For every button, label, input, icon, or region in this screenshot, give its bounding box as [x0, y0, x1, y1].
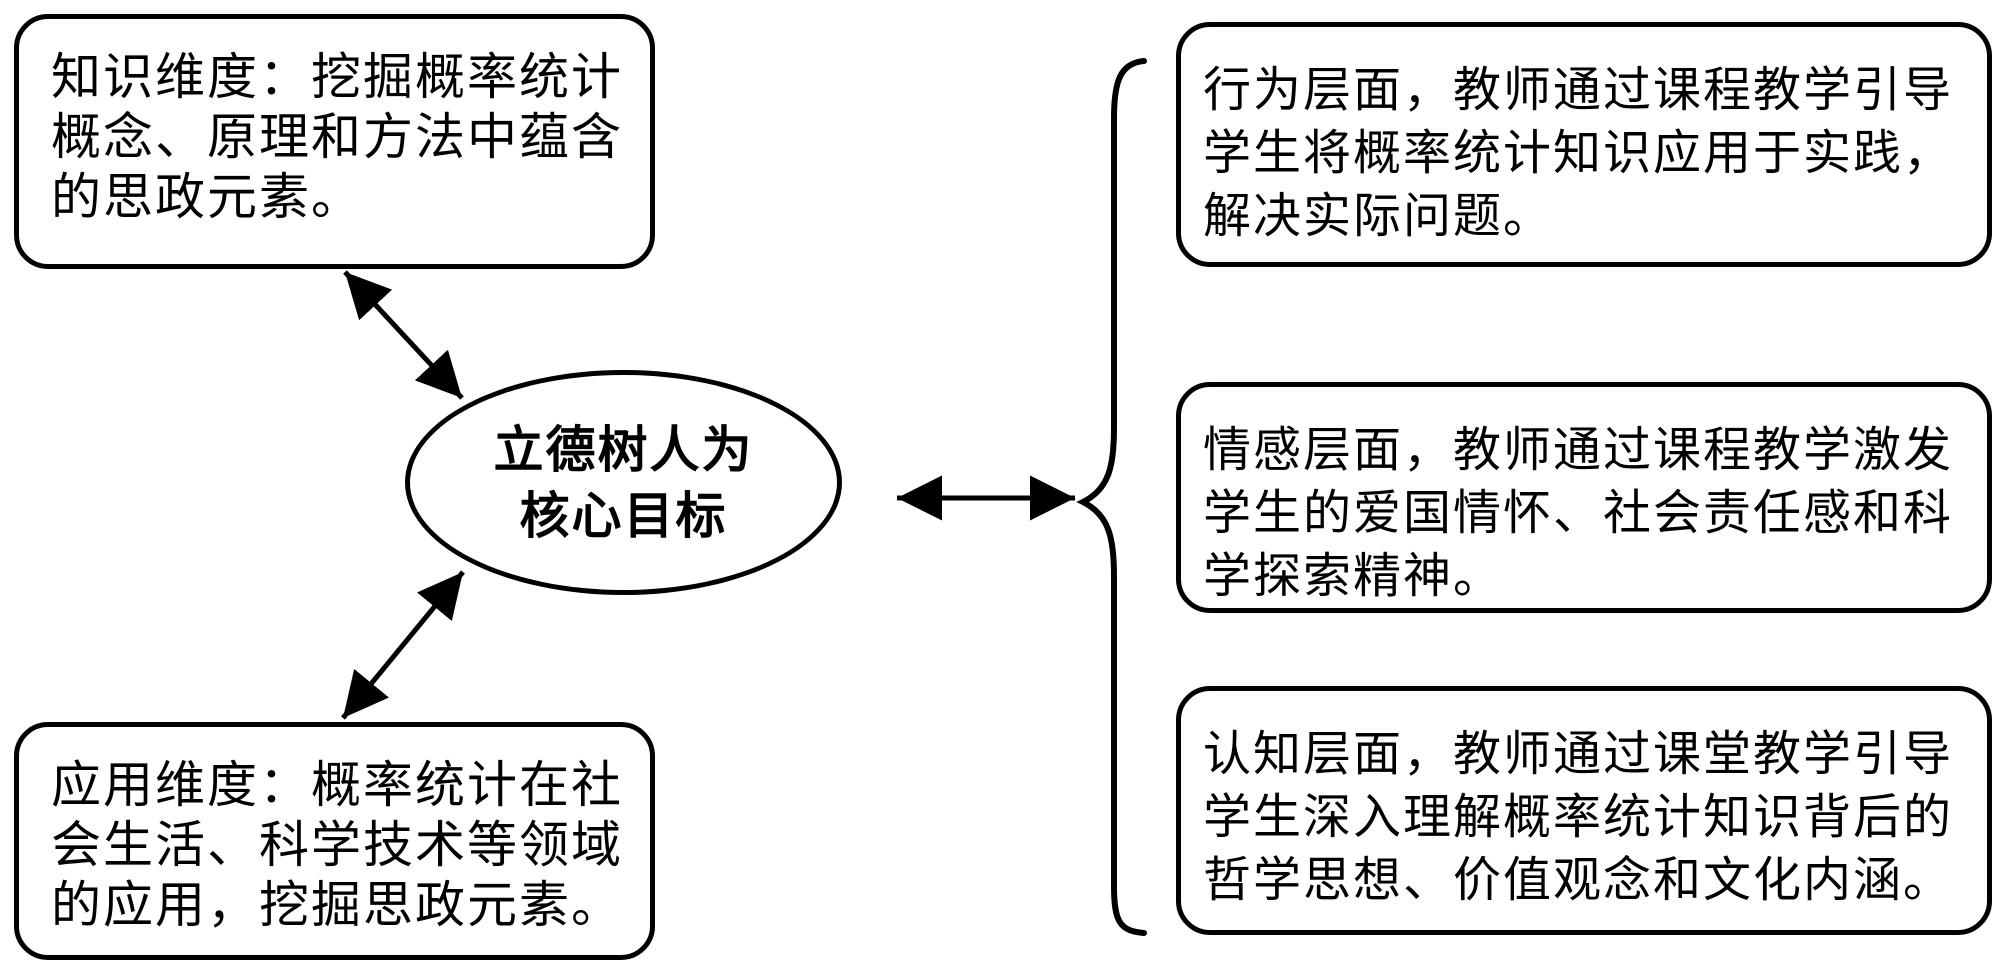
arrow-application-to-core [341, 570, 465, 720]
application-dimension-text: 应用维度：概率统计在社 会生活、科学技术等领域 的应用，挖掘思政元素。 [51, 757, 623, 933]
arrow-knowledge-to-core [343, 270, 464, 400]
behavior-level-box: 行为层面，教师通过课程教学引导 学生将概率统计知识应用于实践， 解决实际问题。 [1176, 22, 1992, 267]
core-goal-ellipse: 立德树人为 核心目标 [405, 370, 842, 595]
cognition-level-box: 认知层面，教师通过课堂教学引导 学生深入理解概率统计知识背后的 哲学思想、价值观… [1176, 686, 1992, 935]
curly-brace [1076, 58, 1147, 936]
emotion-level-box: 情感层面，教师通过课程教学激发 学生的爱国情怀、社会责任感和科 学探索精神。 [1176, 382, 1992, 613]
application-dimension-box: 应用维度：概率统计在社 会生活、科学技术等领域 的应用，挖掘思政元素。 [14, 722, 655, 960]
behavior-level-text: 行为层面，教师通过课程教学引导 学生将概率统计知识应用于实践， 解决实际问题。 [1203, 64, 1954, 243]
emotion-level-text: 情感层面，教师通过课程教学激发 学生的爱国情怀、社会责任感和科 学探索精神。 [1203, 424, 1954, 603]
core-goal-text: 立德树人为 核心目标 [493, 421, 754, 544]
knowledge-dimension-text: 知识维度：挖掘概率统计 概念、原理和方法中蕴含 的思政元素。 [51, 49, 623, 225]
cognition-level-text: 认知层面，教师通过课堂教学引导 学生深入理解概率统计知识背后的 哲学思想、价值观… [1203, 728, 1954, 907]
knowledge-dimension-box: 知识维度：挖掘概率统计 概念、原理和方法中蕴含 的思政元素。 [14, 14, 655, 269]
